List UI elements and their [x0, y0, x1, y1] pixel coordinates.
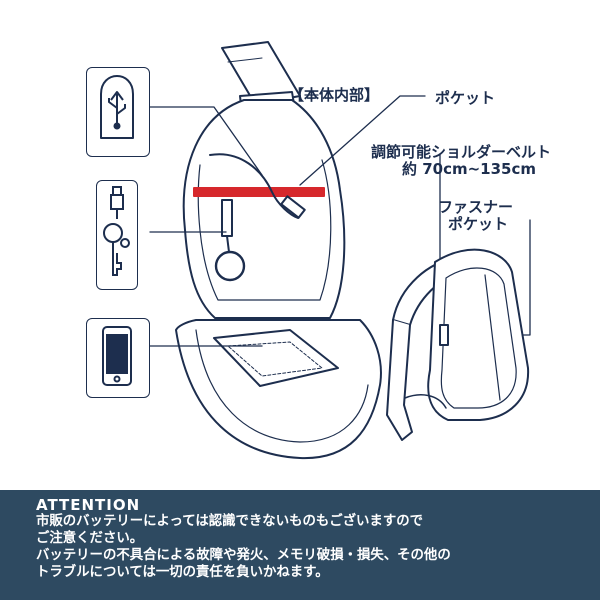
attention-line-2: ご注意ください。 [36, 531, 144, 546]
attention-line-4: トラブルについては一切の責任を負いかねます。 [36, 565, 329, 580]
smartphone-icon [102, 326, 132, 386]
red-band [193, 187, 325, 197]
keyring-box [96, 180, 138, 290]
attention-heading: ATTENTION [36, 496, 141, 514]
attention-banner: ATTENTION 市販のバッテリーによっては認識できないものもございますので … [0, 490, 600, 600]
usb-icon [100, 75, 134, 139]
strap-top [221, 41, 301, 105]
bag-illustration [149, 41, 531, 460]
label-interior: 【本体内部】 [289, 86, 380, 104]
sling-body [427, 248, 530, 421]
bag-lid [182, 99, 346, 319]
attention-line-1: 市販のバッテリーによっては認識できないものもございますので [36, 514, 423, 529]
label-zip-pocket-2: ポケット [448, 215, 509, 233]
label-zip-pocket-1: ファスナー [438, 198, 514, 216]
inner-pocket [213, 329, 339, 387]
keyring-icon [103, 186, 130, 276]
label-pocket: ポケット [435, 89, 496, 107]
label-strap-title: 調節可能ショルダーベルト [371, 143, 552, 161]
bag-bottom [175, 319, 382, 460]
attention-line-3: バッテリーの不具合による故障や発火、メモリ破損・損失、その他の [36, 548, 451, 563]
label-strap-length: 約 70cm~135cm [402, 160, 537, 178]
smartphone-box [86, 318, 150, 398]
usb-box [86, 67, 150, 157]
product-diagram: 【本体内部】 ポケット 調節可能ショルダーベルト 約 70cm~135cm ファ… [86, 41, 552, 460]
